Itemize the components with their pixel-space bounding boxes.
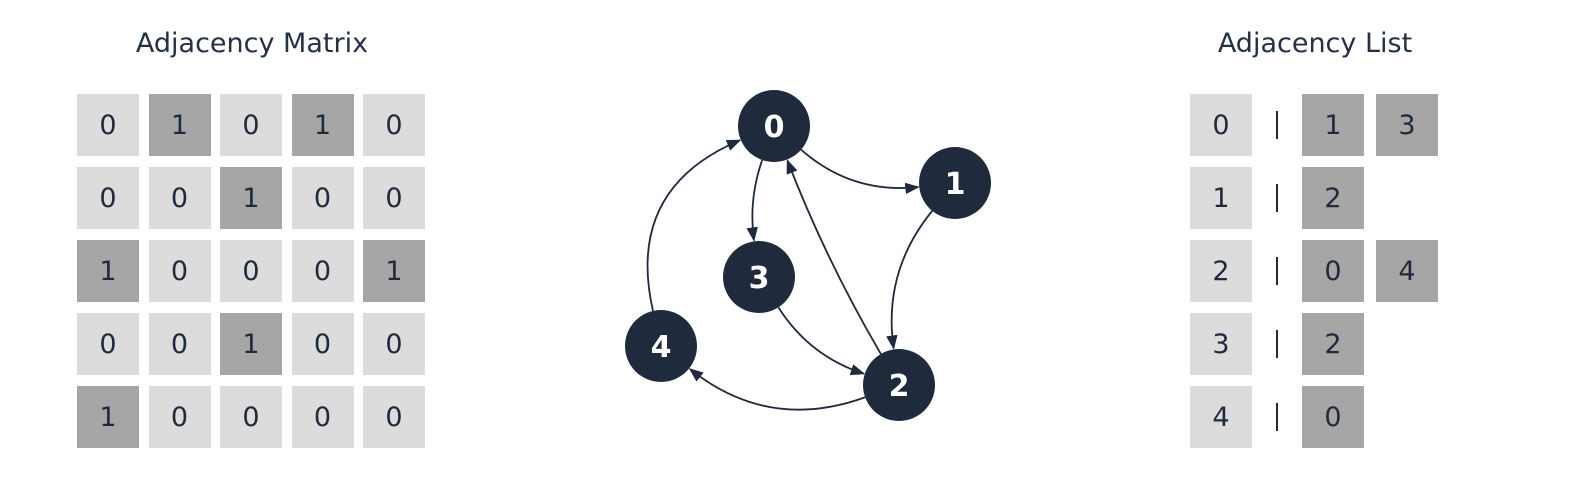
- matrix-cell: 0: [363, 386, 425, 448]
- node-label: 2: [889, 369, 910, 404]
- list-neighbor-cell: 2: [1302, 167, 1364, 229]
- matrix-cell: 0: [148, 313, 211, 375]
- edge-2-4: [688, 368, 866, 411]
- matrix-cell: 1: [220, 313, 282, 375]
- list-neighbor-cell: 3: [1376, 94, 1438, 156]
- matrix-cell: 1: [220, 167, 282, 229]
- matrix-cell: 1: [291, 94, 354, 156]
- edge-2-0: [786, 159, 882, 355]
- graph-node-1: 1: [919, 147, 991, 219]
- list-node-cell: 2: [1190, 240, 1252, 302]
- list-node-cell: 4: [1190, 386, 1252, 448]
- list-node-cell: 0: [1190, 94, 1252, 156]
- graph-node-4: 4: [625, 310, 697, 382]
- adjacency-matrix-title: Adjacency Matrix: [135, 28, 369, 59]
- matrix-cell: 0: [77, 94, 139, 156]
- node-label: 4: [651, 330, 672, 365]
- list-node-cell: 3: [1190, 313, 1252, 375]
- matrix-cell: 0: [291, 240, 354, 302]
- matrix-cell: 0: [363, 94, 425, 156]
- list-separator: [1276, 257, 1278, 285]
- node-label: 1: [945, 167, 966, 202]
- list-separator: [1276, 184, 1278, 212]
- graph-node-3: 3: [723, 241, 795, 313]
- matrix-cell: 0: [363, 313, 425, 375]
- matrix-cell: 0: [220, 240, 282, 302]
- list-separator: [1276, 403, 1278, 431]
- list-node-cell: 1: [1190, 167, 1252, 229]
- list-neighbor-cell: 0: [1302, 386, 1364, 448]
- node-label: 0: [764, 110, 785, 145]
- matrix-cell: 1: [77, 386, 139, 448]
- node-circle: [738, 90, 810, 162]
- list-neighbor-cell: 0: [1302, 240, 1364, 302]
- matrix-cell: 0: [148, 240, 211, 302]
- matrix-cell: 1: [363, 240, 425, 302]
- matrix-cell: 0: [363, 167, 425, 229]
- graph-node-0: 0: [738, 90, 810, 162]
- list-separator: [1276, 111, 1278, 139]
- matrix-cell: 0: [291, 313, 354, 375]
- matrix-cell: 0: [291, 167, 354, 229]
- matrix-cell: 0: [148, 386, 211, 448]
- list-neighbor-cell: 4: [1376, 240, 1438, 302]
- list-neighbor-cell: 1: [1302, 94, 1364, 156]
- list-separator: [1276, 330, 1278, 358]
- adjacency-list-title: Adjacency List: [1217, 28, 1413, 59]
- matrix-cell: 0: [220, 386, 282, 448]
- node-label: 3: [749, 261, 770, 296]
- graph-node-2: 2: [863, 349, 935, 421]
- matrix-cell: 0: [77, 313, 139, 375]
- matrix-cell: 0: [148, 167, 211, 229]
- node-circle: [723, 241, 795, 313]
- matrix-cell: 0: [77, 167, 139, 229]
- matrix-cell: 1: [77, 240, 139, 302]
- edge-0-3: [746, 159, 764, 242]
- edge-1-2: [886, 210, 933, 350]
- list-neighbor-cell: 2: [1302, 313, 1364, 375]
- matrix-cell: 0: [291, 386, 354, 448]
- matrix-cell: 1: [148, 94, 211, 156]
- node-circle: [919, 147, 991, 219]
- edge-0-1: [800, 149, 920, 195]
- edge-4-0: [646, 139, 742, 312]
- node-circle: [863, 349, 935, 421]
- matrix-cell: 0: [220, 94, 282, 156]
- node-circle: [625, 310, 697, 382]
- edge-3-2: [777, 306, 866, 376]
